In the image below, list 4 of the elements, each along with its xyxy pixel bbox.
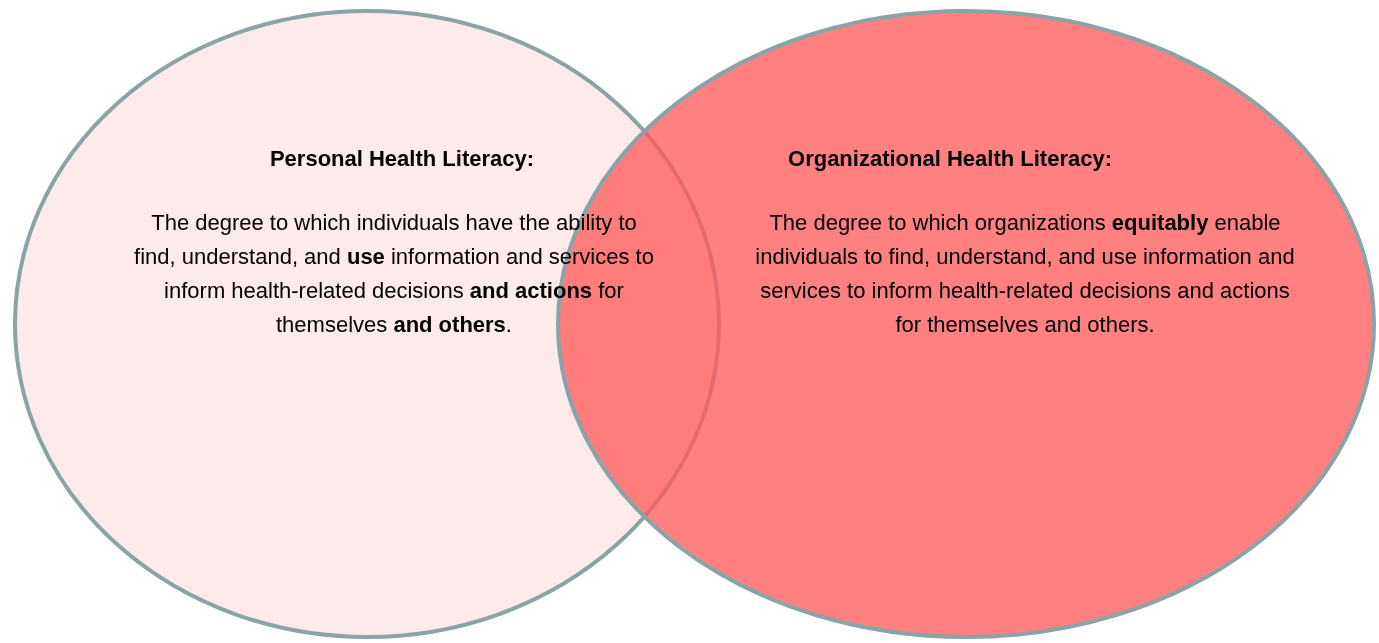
heading: Personal Health Literacy: — [268, 145, 536, 173]
heading: Organizational Health Literacy: — [787, 145, 1113, 173]
definition-text: The degree to which organizations equitably enable individuals to find, understand, and use information and services to inform health-related decisions and actions for themselves and others. — [755, 209, 1295, 339]
definition-text: The degree to which individuals have the ability to find, understand, and use information and services to inform health-related decisions and actions for themselves and others. — [134, 209, 654, 339]
